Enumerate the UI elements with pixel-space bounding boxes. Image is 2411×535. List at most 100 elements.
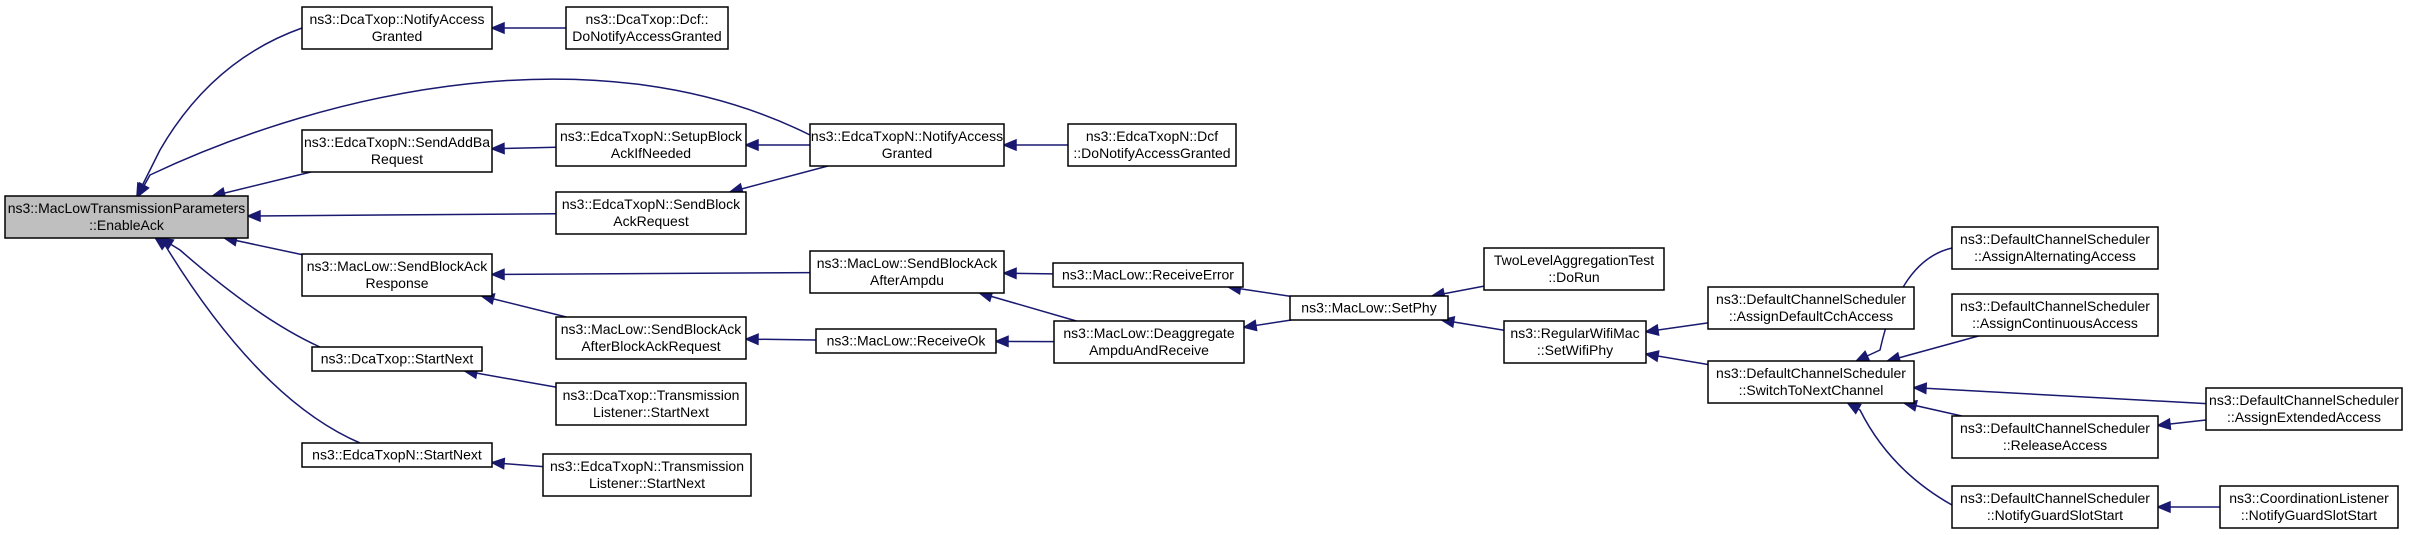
- node-dcs-alt[interactable]: ns3::DefaultChannelScheduler::AssignAlte…: [1951, 226, 2159, 270]
- node-box[interactable]: [1951, 415, 2159, 459]
- node-label: ::NotifyGuardSlotStart: [2241, 507, 2377, 523]
- node-dca-dcf[interactable]: ns3::DcaTxop::Dcf::DoNotifyAccessGranted: [565, 6, 729, 50]
- node-box[interactable]: [1503, 320, 1647, 364]
- node-box[interactable]: [1053, 320, 1245, 364]
- node-label: ns3::MacLow::SendBlockAck: [561, 321, 743, 337]
- node-coord[interactable]: ns3::CoordinationListener::NotifyGuardSl…: [2219, 485, 2399, 529]
- call-edge: [224, 237, 303, 256]
- node-box[interactable]: [542, 453, 752, 497]
- node-box[interactable]: [565, 6, 729, 50]
- node-label: ns3::CoordinationListener: [2229, 490, 2389, 506]
- node-root[interactable]: ns3::MacLowTransmissionParameters::Enabl…: [4, 195, 249, 239]
- node-label: ns3::EdcaTxopN::NotifyAccess: [811, 128, 1003, 144]
- node-dca-tl[interactable]: ns3::DcaTxop::TransmissionListener::Star…: [555, 382, 747, 426]
- node-dcs-cont[interactable]: ns3::DefaultChannelScheduler::AssignCont…: [1951, 293, 2159, 337]
- node-dcs-switch[interactable]: ns3::DefaultChannelScheduler::SwitchToNe…: [1707, 360, 1915, 404]
- edge-arrowhead: [744, 138, 759, 152]
- node-edca-dcf[interactable]: ns3::EdcaTxopN::Dcf::DoNotifyAccessGrant…: [1067, 123, 1237, 167]
- node-edca-startnext[interactable]: ns3::EdcaTxopN::StartNext: [301, 442, 493, 468]
- node-box[interactable]: [809, 123, 1005, 167]
- node-box[interactable]: [1951, 485, 2159, 529]
- node-dcs-guard[interactable]: ns3::DefaultChannelScheduler::NotifyGuar…: [1951, 485, 2159, 529]
- node-label: Request: [371, 151, 423, 167]
- node-label: ns3::MacLow::SendBlockAck: [307, 258, 489, 274]
- edge-arrowhead: [2156, 500, 2171, 514]
- edge-arrowhead: [1644, 350, 1660, 363]
- node-box[interactable]: [815, 328, 997, 354]
- node-box[interactable]: [1483, 247, 1665, 291]
- call-edge: [481, 295, 567, 318]
- node-box[interactable]: [1707, 360, 1915, 404]
- node-box[interactable]: [301, 253, 493, 297]
- node-mac-setphy[interactable]: ns3::MacLow::SetPhy: [1289, 295, 1449, 321]
- call-edge: [729, 165, 829, 193]
- node-label: ::ReleaseAccess: [2003, 437, 2107, 453]
- node-mac-recvok[interactable]: ns3::MacLow::ReceiveOk: [815, 328, 997, 354]
- node-label: DoNotifyAccessGranted: [572, 28, 721, 44]
- node-box[interactable]: [1067, 123, 1237, 167]
- call-edge: [491, 271, 811, 276]
- node-label: ns3::DefaultChannelScheduler: [1960, 298, 2150, 314]
- node-box[interactable]: [1707, 286, 1915, 330]
- node-box[interactable]: [1289, 295, 1449, 321]
- call-edge: [1855, 247, 1953, 362]
- node-box[interactable]: [555, 382, 747, 426]
- node-box[interactable]: [555, 123, 747, 167]
- node-label: ns3::DefaultChannelScheduler: [1960, 490, 2150, 506]
- node-box[interactable]: [2205, 387, 2403, 431]
- node-box[interactable]: [311, 346, 483, 372]
- node-box[interactable]: [301, 6, 493, 50]
- node-box[interactable]: [555, 191, 747, 235]
- node-mac-afterbar[interactable]: ns3::MacLow::SendBlockAckAfterBlockAckRe…: [555, 316, 747, 360]
- node-label: ns3::MacLow::Deaggregate: [1063, 325, 1234, 341]
- node-label: ns3::MacLow::ReceiveError: [1062, 267, 1234, 283]
- node-box[interactable]: [301, 442, 493, 468]
- node-box[interactable]: [4, 195, 249, 239]
- call-edge: [136, 27, 303, 197]
- node-box[interactable]: [555, 316, 747, 360]
- node-box[interactable]: [1951, 293, 2159, 337]
- call-edge: [1913, 386, 2207, 405]
- node-edca-notify[interactable]: ns3::EdcaTxopN::NotifyAccessGranted: [809, 123, 1005, 167]
- node-label: ::EnableAck: [89, 217, 165, 233]
- edge-arrowhead: [1002, 138, 1017, 152]
- call-edge: [137, 78, 811, 197]
- node-label: ns3::RegularWifiMac: [1510, 325, 1639, 341]
- node-mac-recverr[interactable]: ns3::MacLow::ReceiveError: [1052, 262, 1244, 288]
- node-label: ns3::EdcaTxopN::StartNext: [312, 447, 482, 463]
- node-label: ::DoNotifyAccessGranted: [1073, 145, 1230, 161]
- node-dcs-release[interactable]: ns3::DefaultChannelScheduler::ReleaseAcc…: [1951, 415, 2159, 459]
- node-box[interactable]: [1052, 262, 1244, 288]
- node-box[interactable]: [2219, 485, 2399, 529]
- node-box[interactable]: [301, 129, 493, 173]
- node-box[interactable]: [1951, 226, 2159, 270]
- node-dca-notify[interactable]: ns3::DcaTxop::NotifyAccessGranted: [301, 6, 493, 50]
- node-label: ns3::EdcaTxopN::Dcf: [1086, 128, 1218, 144]
- call-edge: [160, 237, 321, 348]
- node-label: ns3::DcaTxop::Transmission: [563, 387, 740, 403]
- edge-arrowhead: [1854, 350, 1871, 362]
- node-label: ns3::MacLow::SendBlockAck: [817, 255, 999, 271]
- node-dcs-defcch[interactable]: ns3::DefaultChannelScheduler::AssignDefa…: [1707, 286, 1915, 330]
- node-dca-startnext[interactable]: ns3::DcaTxop::StartNext: [311, 346, 483, 372]
- node-label: ns3::EdcaTxopN::SetupBlock: [560, 128, 743, 144]
- node-twolevel[interactable]: TwoLevelAggregationTest::DoRun: [1483, 247, 1665, 291]
- node-label: AfterAmpdu: [870, 272, 944, 288]
- node-edca-tl[interactable]: ns3::EdcaTxopN::TransmissionListener::St…: [542, 453, 752, 497]
- edge-arrowhead: [1002, 267, 1017, 280]
- edge-arrowhead: [490, 268, 505, 281]
- node-label: ns3::EdcaTxopN::SendBlock: [562, 196, 741, 212]
- node-regwifi[interactable]: ns3::RegularWifiMac::SetWifiPhy: [1503, 320, 1647, 364]
- node-dcs-ext[interactable]: ns3::DefaultChannelScheduler::AssignExte…: [2205, 387, 2403, 431]
- node-label: ::NotifyGuardSlotStart: [1987, 507, 2123, 523]
- node-box[interactable]: [809, 250, 1005, 294]
- node-label: ns3::DefaultChannelScheduler: [2209, 392, 2399, 408]
- edges-layer: [136, 21, 2220, 514]
